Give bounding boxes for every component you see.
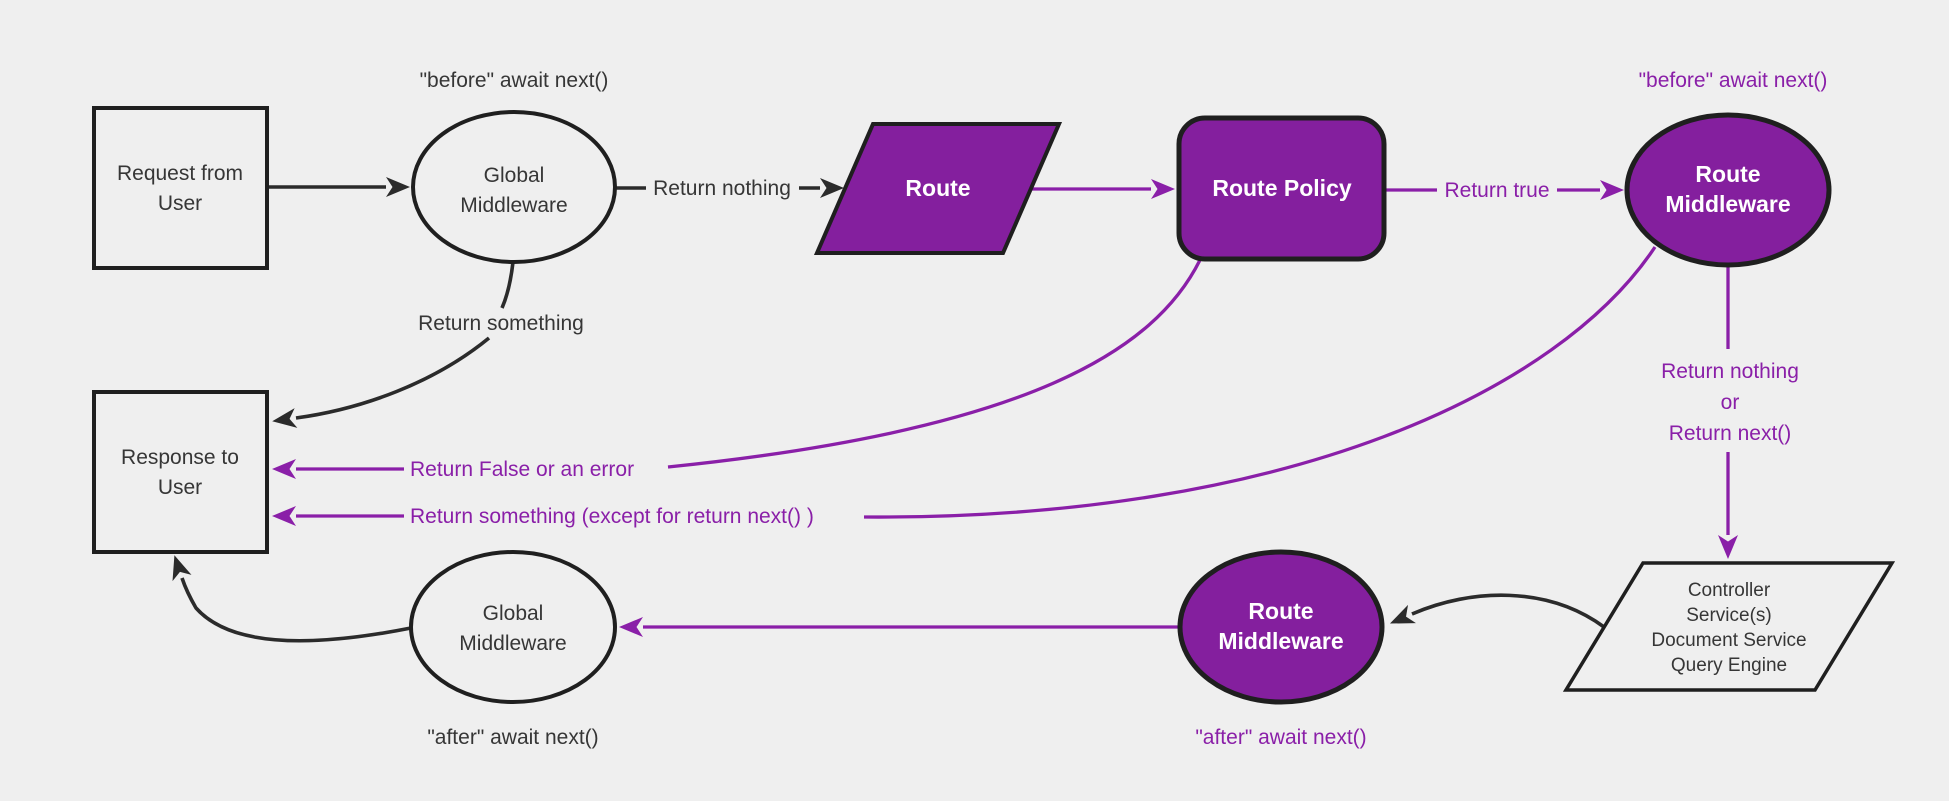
route-label: Route: [905, 175, 970, 201]
node-route: Route: [813, 122, 1063, 255]
edge-labels: "before" await next() Return nothing Ret…: [410, 69, 1827, 749]
edge-route-middleware-return-something-curve: [863, 246, 1657, 519]
label-return-something-except: Return something (except for return next…: [410, 505, 814, 528]
route-policy-label: Route Policy: [1212, 175, 1352, 201]
global-middleware-bottom-ellipse: [409, 550, 617, 704]
label-after-await-next-route: "after" await next(): [1195, 726, 1366, 749]
route-middleware-top-ellipse: [1624, 112, 1832, 268]
response-to-user-box: [92, 390, 269, 554]
label-before-await-next-global: "before" await next(): [420, 69, 609, 92]
global-middleware-top-ellipse: [411, 110, 617, 264]
edge-return-something-stub: [500, 261, 515, 309]
label-before-await-next-route: "before" await next(): [1639, 69, 1828, 92]
label-return-something: Return something: [418, 312, 584, 335]
route-policy-box: [1176, 115, 1387, 262]
edge-global-middleware-bottom-to-response: [172, 555, 412, 643]
label-after-await-next-global: "after" await next(): [427, 726, 598, 749]
request-from-user-box: [92, 106, 269, 270]
label-return-false-or-error: Return False or an error: [410, 458, 634, 481]
edges: [172, 177, 1738, 643]
edge-return-something-to-response: [272, 336, 491, 428]
label-return-nothing: Return nothing: [653, 177, 791, 200]
route-parallelogram: [813, 122, 1063, 255]
controller-services-parallelogram: [1562, 561, 1896, 692]
label-return-true: Return true: [1444, 179, 1549, 202]
edge-controller-to-route-middleware-bottom: [1389, 593, 1606, 629]
node-route-policy: Route Policy: [1176, 115, 1387, 262]
edge-route-policy-return-false-curve: [667, 259, 1202, 469]
route-middleware-bottom-ellipse: [1177, 549, 1385, 705]
